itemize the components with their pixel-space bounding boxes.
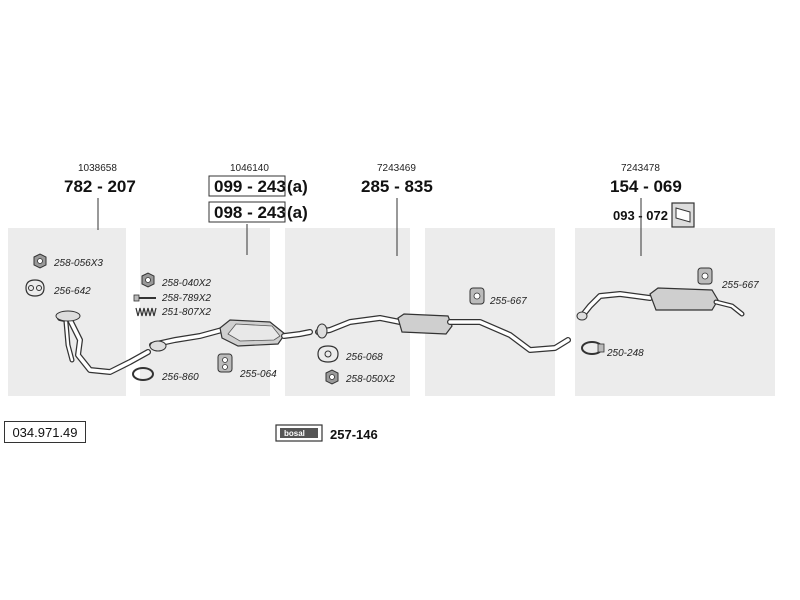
rubber-mount-icon: [469, 287, 485, 305]
rubber-mount-icon: [697, 267, 713, 285]
part-number-catalyst-a[interactable]: 099 - 243: [214, 177, 286, 196]
part-suffix-a-1: (a): [287, 177, 308, 196]
gasket-icon: [317, 345, 339, 363]
ref-number-4: 7243478: [621, 163, 660, 174]
part-number-rear-silencer[interactable]: 154 - 069: [610, 177, 682, 196]
watermark-letter-o: [140, 228, 270, 396]
part-number-catalyst-b[interactable]: 098 - 243: [214, 203, 286, 222]
nut-icon: [33, 253, 47, 269]
part-box-2: [208, 201, 286, 223]
label-small-part-5: 251-807X2: [161, 307, 211, 318]
bosal-kit-badge: bosal: [275, 424, 323, 442]
watermark-letter-a: [425, 228, 555, 396]
label-small-part-9: 258-050X2: [345, 374, 395, 385]
rear-silencer-drawing: [576, 287, 745, 321]
ref-number-1: 1038658: [78, 163, 117, 174]
label-small-part-8: 256-068: [345, 352, 383, 363]
catalyst-drawing: [149, 319, 313, 352]
label-small-part-2: 256-642: [53, 286, 91, 297]
mounting-kit-icon: [671, 202, 695, 228]
bosal-logo-text: bosal: [284, 429, 305, 438]
article-number: 034.971.49: [4, 421, 86, 443]
part-number-kit[interactable]: 257-146: [330, 427, 378, 442]
nut-icon: [325, 369, 339, 385]
part-suffix-a-2: (a): [287, 203, 308, 222]
label-small-part-1: 258-056X3: [53, 258, 103, 269]
watermark-letter-s: [285, 228, 410, 396]
front-pipe-drawing: [55, 310, 151, 375]
label-small-part-6: 256-860: [161, 372, 199, 383]
rubber-mount-icon: [217, 353, 233, 373]
part-box-1: [208, 175, 286, 197]
spring-icon: [135, 307, 157, 317]
ring-icon: [132, 367, 154, 381]
label-small-part-7: 255-064: [239, 369, 277, 380]
nut-icon: [141, 272, 155, 288]
ref-number-2: 1046140: [230, 163, 269, 174]
gasket-icon: [25, 279, 45, 297]
middle-silencer-drawing: [315, 313, 571, 353]
label-small-part-11: 250-248: [606, 348, 644, 359]
part-number-front-pipe[interactable]: 782 - 207: [64, 177, 136, 196]
part-number-middle-silencer[interactable]: 285 - 835: [361, 177, 433, 196]
label-small-part-12: 255-667: [721, 280, 759, 291]
part-number-mounting-kit[interactable]: 093 - 072: [613, 208, 668, 223]
label-small-part-4: 258-789X2: [161, 293, 211, 304]
label-small-part-10: 255-667: [489, 296, 527, 307]
clamp-icon: [581, 341, 605, 355]
ref-number-3: 7243469: [377, 163, 416, 174]
label-small-part-3: 258-040X2: [161, 278, 211, 289]
bolt-icon: [133, 294, 156, 302]
